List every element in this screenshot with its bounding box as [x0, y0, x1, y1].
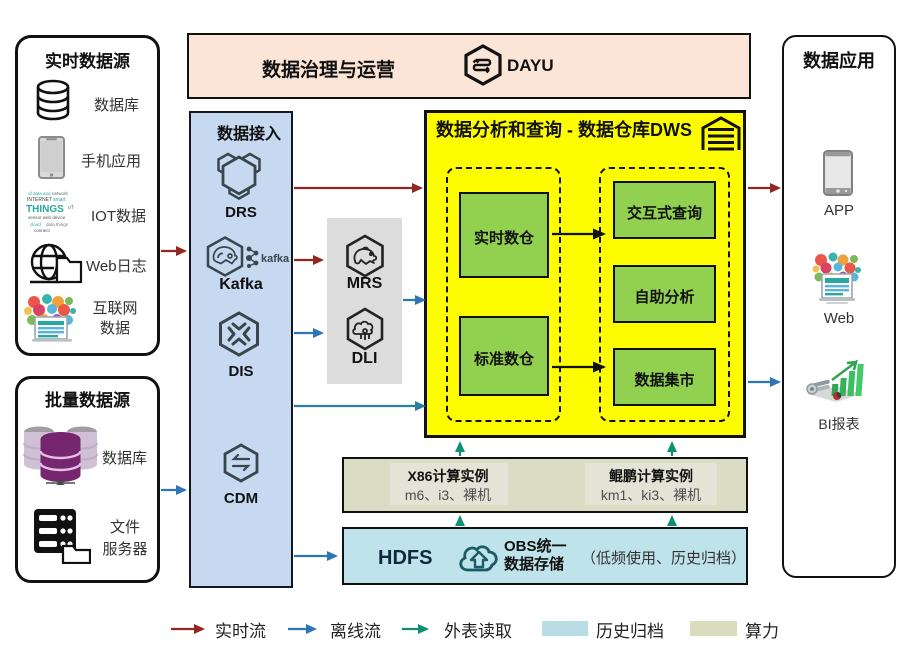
svg-text:of data and: of data and	[28, 191, 51, 196]
svg-text:oT: oT	[68, 205, 74, 211]
svg-text:kafka: kafka	[261, 253, 290, 265]
svg-text:sensor web device: sensor web device	[28, 215, 66, 220]
svg-text:smart: smart	[53, 197, 66, 203]
svg-text:data things: data things	[46, 222, 69, 227]
svg-text:network: network	[52, 191, 69, 196]
svg-text:connect: connect	[34, 228, 51, 233]
svg-text:THINGS: THINGS	[26, 204, 64, 215]
svg-text:INTERNET: INTERNET	[27, 197, 52, 203]
svg-text:cloud: cloud	[30, 222, 41, 227]
